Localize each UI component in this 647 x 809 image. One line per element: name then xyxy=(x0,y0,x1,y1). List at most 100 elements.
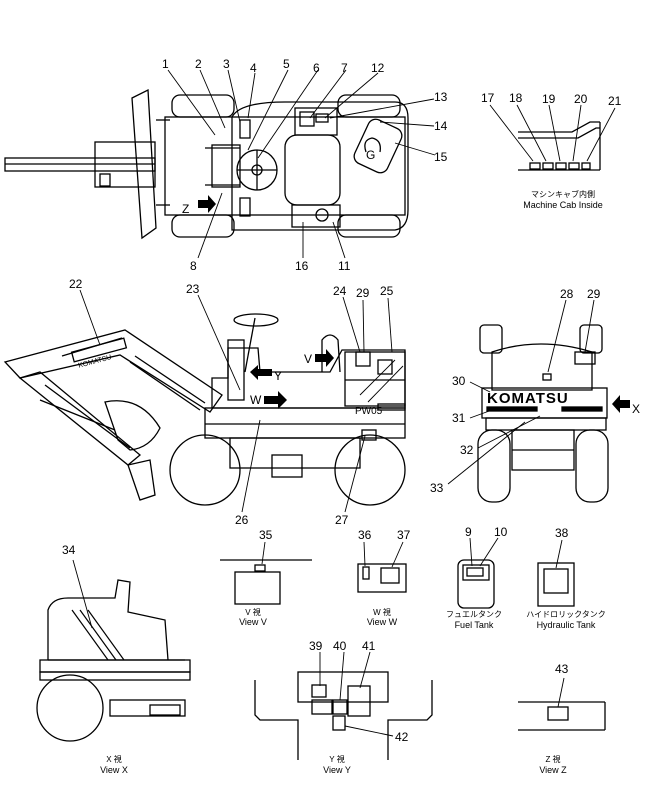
rear-view: KOMATSU X xyxy=(447,299,640,503)
view-w-marker: W xyxy=(250,393,262,407)
top-seat xyxy=(353,118,403,174)
callout-4: 4 xyxy=(250,61,257,75)
side-steering-wheel xyxy=(233,313,279,327)
fuel-tank-jp: フュエルタンク xyxy=(446,610,502,619)
callout-41: 41 xyxy=(362,639,376,653)
view-x-en: View X xyxy=(100,765,128,775)
side-arm xyxy=(18,371,142,466)
view-x-jp: X 視 xyxy=(106,755,122,764)
rear-tire-left xyxy=(477,429,511,503)
side-view: KOMATSU PW05 xyxy=(3,289,406,513)
callout-2: 2 xyxy=(195,57,202,71)
callout-6: 6 xyxy=(313,61,320,75)
rear-tire-right xyxy=(575,429,609,503)
cab-inside-labels: 17 18 19 20 21 マシンキャブ内側 Machine Cab Insi… xyxy=(481,91,622,210)
callout-23: 23 xyxy=(186,282,200,296)
callout-15: 15 xyxy=(434,150,448,164)
callout-30: 30 xyxy=(452,374,466,388)
callout-3: 3 xyxy=(223,57,230,71)
callout-14: 14 xyxy=(434,119,448,133)
callout-18: 18 xyxy=(509,91,523,105)
callout-17: 17 xyxy=(481,91,495,105)
side-bucket xyxy=(104,400,161,451)
view-x xyxy=(36,559,191,742)
hydraulic-tank-view xyxy=(537,539,575,607)
callout-34: 34 xyxy=(62,543,76,557)
rear-brand-decal: KOMATSU xyxy=(487,390,569,407)
callout-32: 32 xyxy=(460,443,474,457)
view-x-labels: 34 X 視 View X xyxy=(62,543,128,775)
view-z-en: View Z xyxy=(539,765,567,775)
side-undercarriage xyxy=(229,437,361,469)
view-y-en: View Y xyxy=(323,765,351,775)
top-floor xyxy=(284,134,341,206)
top-chassis xyxy=(164,116,406,216)
view-y-jp: Y 視 xyxy=(329,755,344,764)
fuel-tank-view xyxy=(457,537,499,609)
top-tire-fr xyxy=(171,214,235,238)
cab-inside-jp: マシンキャブ内側 xyxy=(531,189,595,199)
rear-mirror-left xyxy=(479,324,503,354)
callout-8: 8 xyxy=(190,259,197,273)
callout-27: 27 xyxy=(335,513,349,527)
side-wheel-front xyxy=(169,434,241,506)
top-view-numbers: 1 2 3 4 5 6 7 12 13 14 15 16 11 8 xyxy=(162,57,448,273)
rear-hood xyxy=(491,343,593,391)
view-v xyxy=(220,541,312,605)
callout-28: 28 xyxy=(560,287,574,301)
rear-mirror-right xyxy=(579,324,603,354)
callout-26: 26 xyxy=(235,513,249,527)
cab-inside-view xyxy=(489,104,616,171)
callout-33: 33 xyxy=(430,481,444,495)
callout-7: 7 xyxy=(341,61,348,75)
callout-43: 43 xyxy=(555,662,569,676)
view-w xyxy=(357,541,407,593)
view-v-marker: V xyxy=(304,352,312,366)
callout-9: 9 xyxy=(465,525,472,539)
callout-29: 29 xyxy=(356,286,370,300)
callout-1: 1 xyxy=(162,57,169,71)
view-w-arrow xyxy=(264,391,287,409)
view-w-en: View W xyxy=(367,617,398,627)
view-y-labels: 39 40 41 42 Y 視 View Y xyxy=(309,639,409,775)
callout-38: 38 xyxy=(555,526,569,540)
hydraulic-tank-en: Hydraulic Tank xyxy=(537,620,596,630)
callout-37: 37 xyxy=(397,528,411,542)
view-v-arrow xyxy=(315,349,334,367)
top-tire-rr xyxy=(337,214,401,238)
view-y-marker: Y xyxy=(274,369,282,383)
view-x-arrow xyxy=(612,395,630,413)
view-y xyxy=(254,651,433,760)
view-z-marker: Z xyxy=(182,202,189,216)
view-z-arrow xyxy=(198,195,216,213)
callout-35: 35 xyxy=(259,528,273,542)
side-boom-decal xyxy=(70,337,128,363)
side-view-numbers: 22 23 24 29 25 26 27 xyxy=(69,277,394,527)
callout-11: 11 xyxy=(338,259,351,273)
mid-views-labels: 35 36 37 9 10 38 V 視 View V W 視 View W フ… xyxy=(239,525,606,630)
callout-40: 40 xyxy=(333,639,347,653)
callout-36: 36 xyxy=(358,528,372,542)
view-z-jp: Z 視 xyxy=(545,755,560,764)
cab-inside-en: Machine Cab Inside xyxy=(523,200,603,210)
callout-5: 5 xyxy=(283,57,290,71)
view-w-jp: W 視 xyxy=(373,608,391,617)
callout-21: 21 xyxy=(608,94,622,108)
model-decal: PW05 xyxy=(355,406,383,417)
view-y-arrow xyxy=(250,365,272,380)
view-x-marker: X xyxy=(632,402,640,416)
top-blade xyxy=(131,88,157,240)
callout-22: 22 xyxy=(69,277,83,291)
callout-20: 20 xyxy=(574,92,588,106)
top-view-leaders xyxy=(167,69,436,259)
top-boom-base xyxy=(94,141,156,188)
svg-text:G: G xyxy=(366,148,375,162)
fuel-tank-en: Fuel Tank xyxy=(455,620,494,630)
view-z-labels: 43 Z 視 View Z xyxy=(539,662,568,775)
callout-31: 31 xyxy=(452,411,466,425)
side-boom xyxy=(3,329,223,413)
top-tire-rl xyxy=(337,94,401,118)
callout-24: 24 xyxy=(333,284,347,298)
